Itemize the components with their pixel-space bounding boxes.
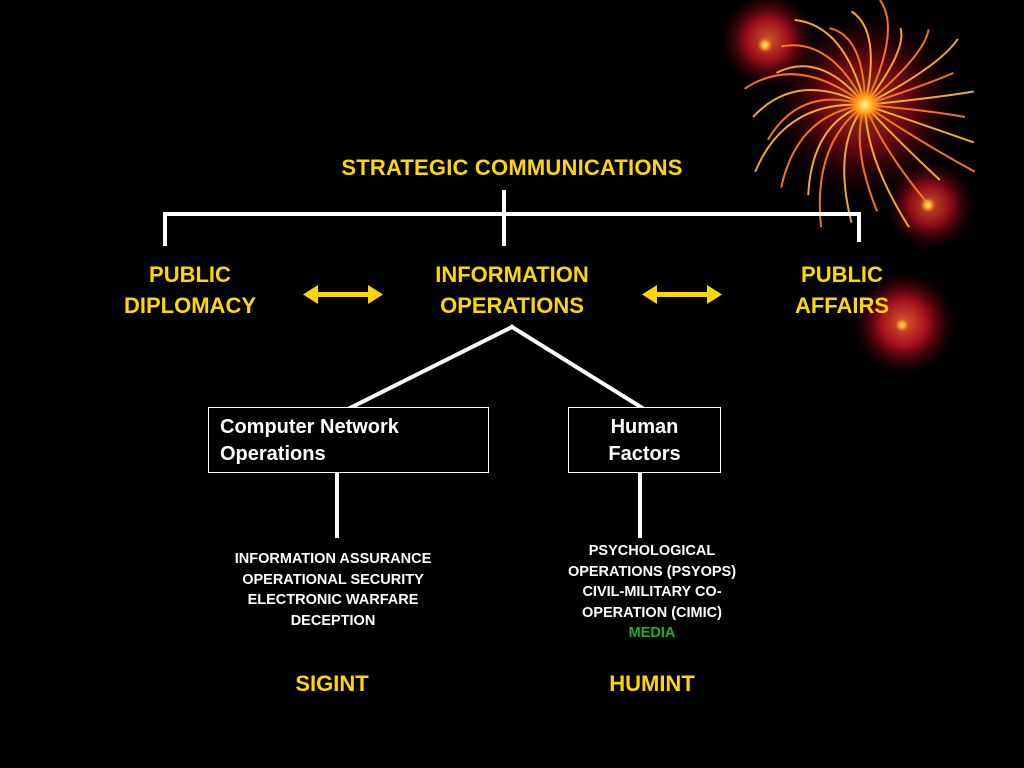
box-computer-network-operations: Computer Network Operations — [208, 407, 489, 473]
node-public-affairs: PUBLIC AFFAIRS — [762, 259, 922, 321]
double-arrow-left — [303, 285, 383, 304]
node-line: OPERATIONS — [440, 293, 584, 318]
list-item-media: MEDIA — [628, 625, 676, 641]
firework-ornament — [720, 0, 976, 375]
list-item: CIVIL-MILITARY CO- — [582, 584, 722, 600]
list-hf-capabilities: PSYCHOLOGICAL OPERATIONS (PSYOPS) CIVIL-… — [512, 541, 792, 644]
list-item: OPERATIONS (PSYOPS) — [567, 563, 737, 580]
box-line: Computer Network — [220, 416, 399, 438]
node-line: PUBLIC — [149, 262, 231, 287]
list-item: INFORMATION ASSURANCE — [234, 551, 432, 567]
box-line: Factors — [608, 443, 681, 465]
node-line: DIPLOMACY — [124, 293, 256, 318]
connector-io-to-cno — [345, 324, 515, 412]
node-line: AFFAIRS — [794, 293, 890, 318]
list-cno-capabilities: INFORMATION ASSURANCE OPERATIONAL SECURI… — [183, 549, 483, 631]
node-line: PUBLIC — [801, 262, 883, 287]
box-line: Human — [610, 416, 679, 438]
diagram-title: STRATEGIC COMMUNICATIONS — [341, 155, 683, 180]
label-humint: HUMINT — [609, 671, 695, 696]
node-public-diplomacy: PUBLIC DIPLOMACY — [90, 259, 290, 321]
list-item: DECEPTION — [290, 612, 376, 629]
list-item: PSYCHOLOGICAL — [588, 543, 716, 559]
list-item: OPERATION (CIMIC) — [582, 604, 722, 621]
connector-io-to-hf — [509, 324, 647, 412]
double-arrow-right — [642, 285, 722, 304]
list-item: OPERATIONAL SECURITY — [242, 571, 424, 588]
label-sigint: SIGINT — [295, 671, 369, 696]
box-human-factors: Human Factors — [568, 407, 721, 473]
box-line: Operations — [220, 443, 326, 465]
list-item: ELECTRONIC WARFARE — [247, 592, 419, 608]
node-line: INFORMATION — [435, 262, 589, 287]
node-information-operations: INFORMATION OPERATIONS — [400, 259, 624, 321]
